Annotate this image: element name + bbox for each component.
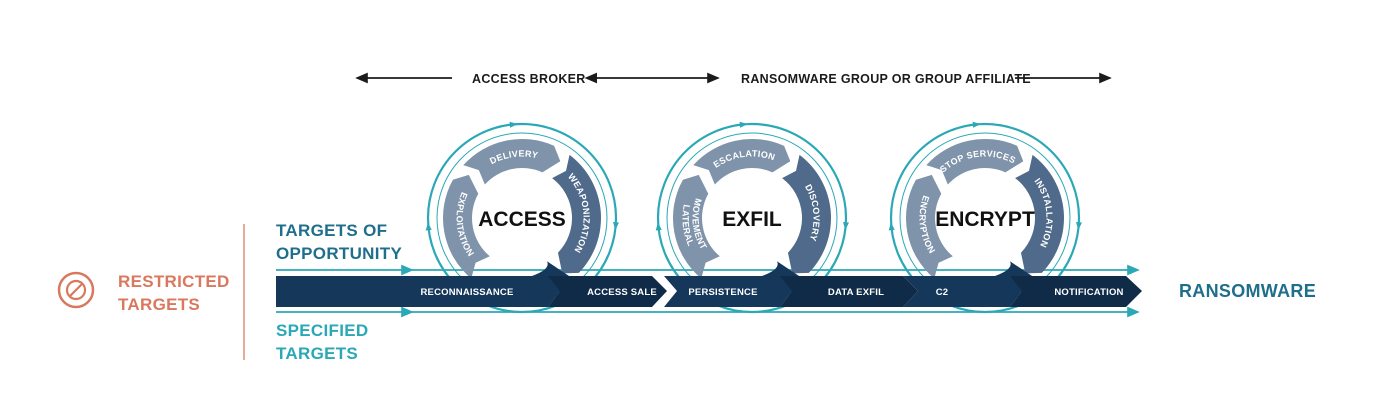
ring-tick-arrow: [888, 222, 895, 231]
center-disc: [704, 170, 800, 266]
opportunity-line-1: TARGETS OF: [276, 221, 388, 240]
ring-tick-arrow: [843, 221, 849, 231]
cycle-center-label: EXFIL: [722, 208, 782, 231]
band-data-exfil: [780, 276, 918, 307]
segment-right: [552, 154, 601, 274]
specified-line-1: SPECIFIED: [276, 321, 369, 340]
segment-left: [673, 174, 720, 279]
ring-tick-arrow: [972, 121, 981, 128]
outer-ring: [889, 122, 1081, 314]
band-label-data-exfil: DATA EXFIL: [828, 287, 884, 298]
center-disc: [474, 170, 570, 266]
ring-tick-arrow: [739, 121, 748, 128]
band-label-c2: C2: [936, 287, 949, 298]
center-disc: [937, 170, 1033, 266]
opportunity-line-2: OPPORTUNITY: [276, 244, 403, 263]
targets-of-opportunity-label: TARGETS OF OPPORTUNITY: [276, 219, 402, 265]
band-notification: [1010, 276, 1142, 307]
ransomware-label: RANSOMWARE: [1179, 281, 1316, 301]
segment-top: [926, 139, 1024, 185]
divider-line: [243, 224, 245, 360]
outer-ring: [656, 122, 848, 314]
band-c2: [903, 276, 1022, 307]
specified-line-2: TARGETS: [276, 344, 359, 363]
segment-left: [906, 174, 953, 279]
segment-left: [443, 174, 490, 279]
outer-ring: [426, 122, 618, 314]
specified-targets-label: SPECIFIED TARGETS: [276, 319, 368, 365]
restricted-line-1: RESTRICTED: [118, 272, 230, 291]
segment-right: [782, 154, 831, 274]
band-reconnaissance: [276, 276, 560, 307]
main-band: [276, 276, 1142, 307]
access-broker-label: ACCESS BROKER: [472, 72, 586, 86]
segment-top: [693, 139, 791, 185]
segment-right: [1015, 154, 1064, 274]
ring-tick-arrow: [509, 121, 518, 128]
prohibited-icon: [57, 271, 95, 309]
ring-tick-arrow: [655, 222, 662, 231]
cycle-center-label: ENCRYPT: [935, 208, 1035, 231]
ring-tick-arrow: [1076, 221, 1082, 231]
band-persistence: [664, 276, 792, 307]
restricted-targets-label: RESTRICTED TARGETS: [118, 270, 230, 316]
ring-tick-arrow: [425, 222, 432, 231]
band-label-notification: NOTIFICATION: [1054, 287, 1123, 298]
ransomware-group-label: RANSOMWARE GROUP OR GROUP AFFILIATE: [741, 72, 1031, 86]
band-label-reconnaissance: RECONNAISSANCE: [420, 287, 513, 298]
segment-top: [463, 139, 561, 185]
restricted-line-2: TARGETS: [118, 295, 201, 314]
band-access-sale: [548, 276, 667, 307]
ring-tick-arrow: [613, 221, 619, 231]
band-label-access-sale: ACCESS SALE: [587, 287, 657, 298]
cycle-center-label: ACCESS: [478, 208, 566, 231]
band-label-persistence: PERSISTENCE: [688, 287, 757, 298]
